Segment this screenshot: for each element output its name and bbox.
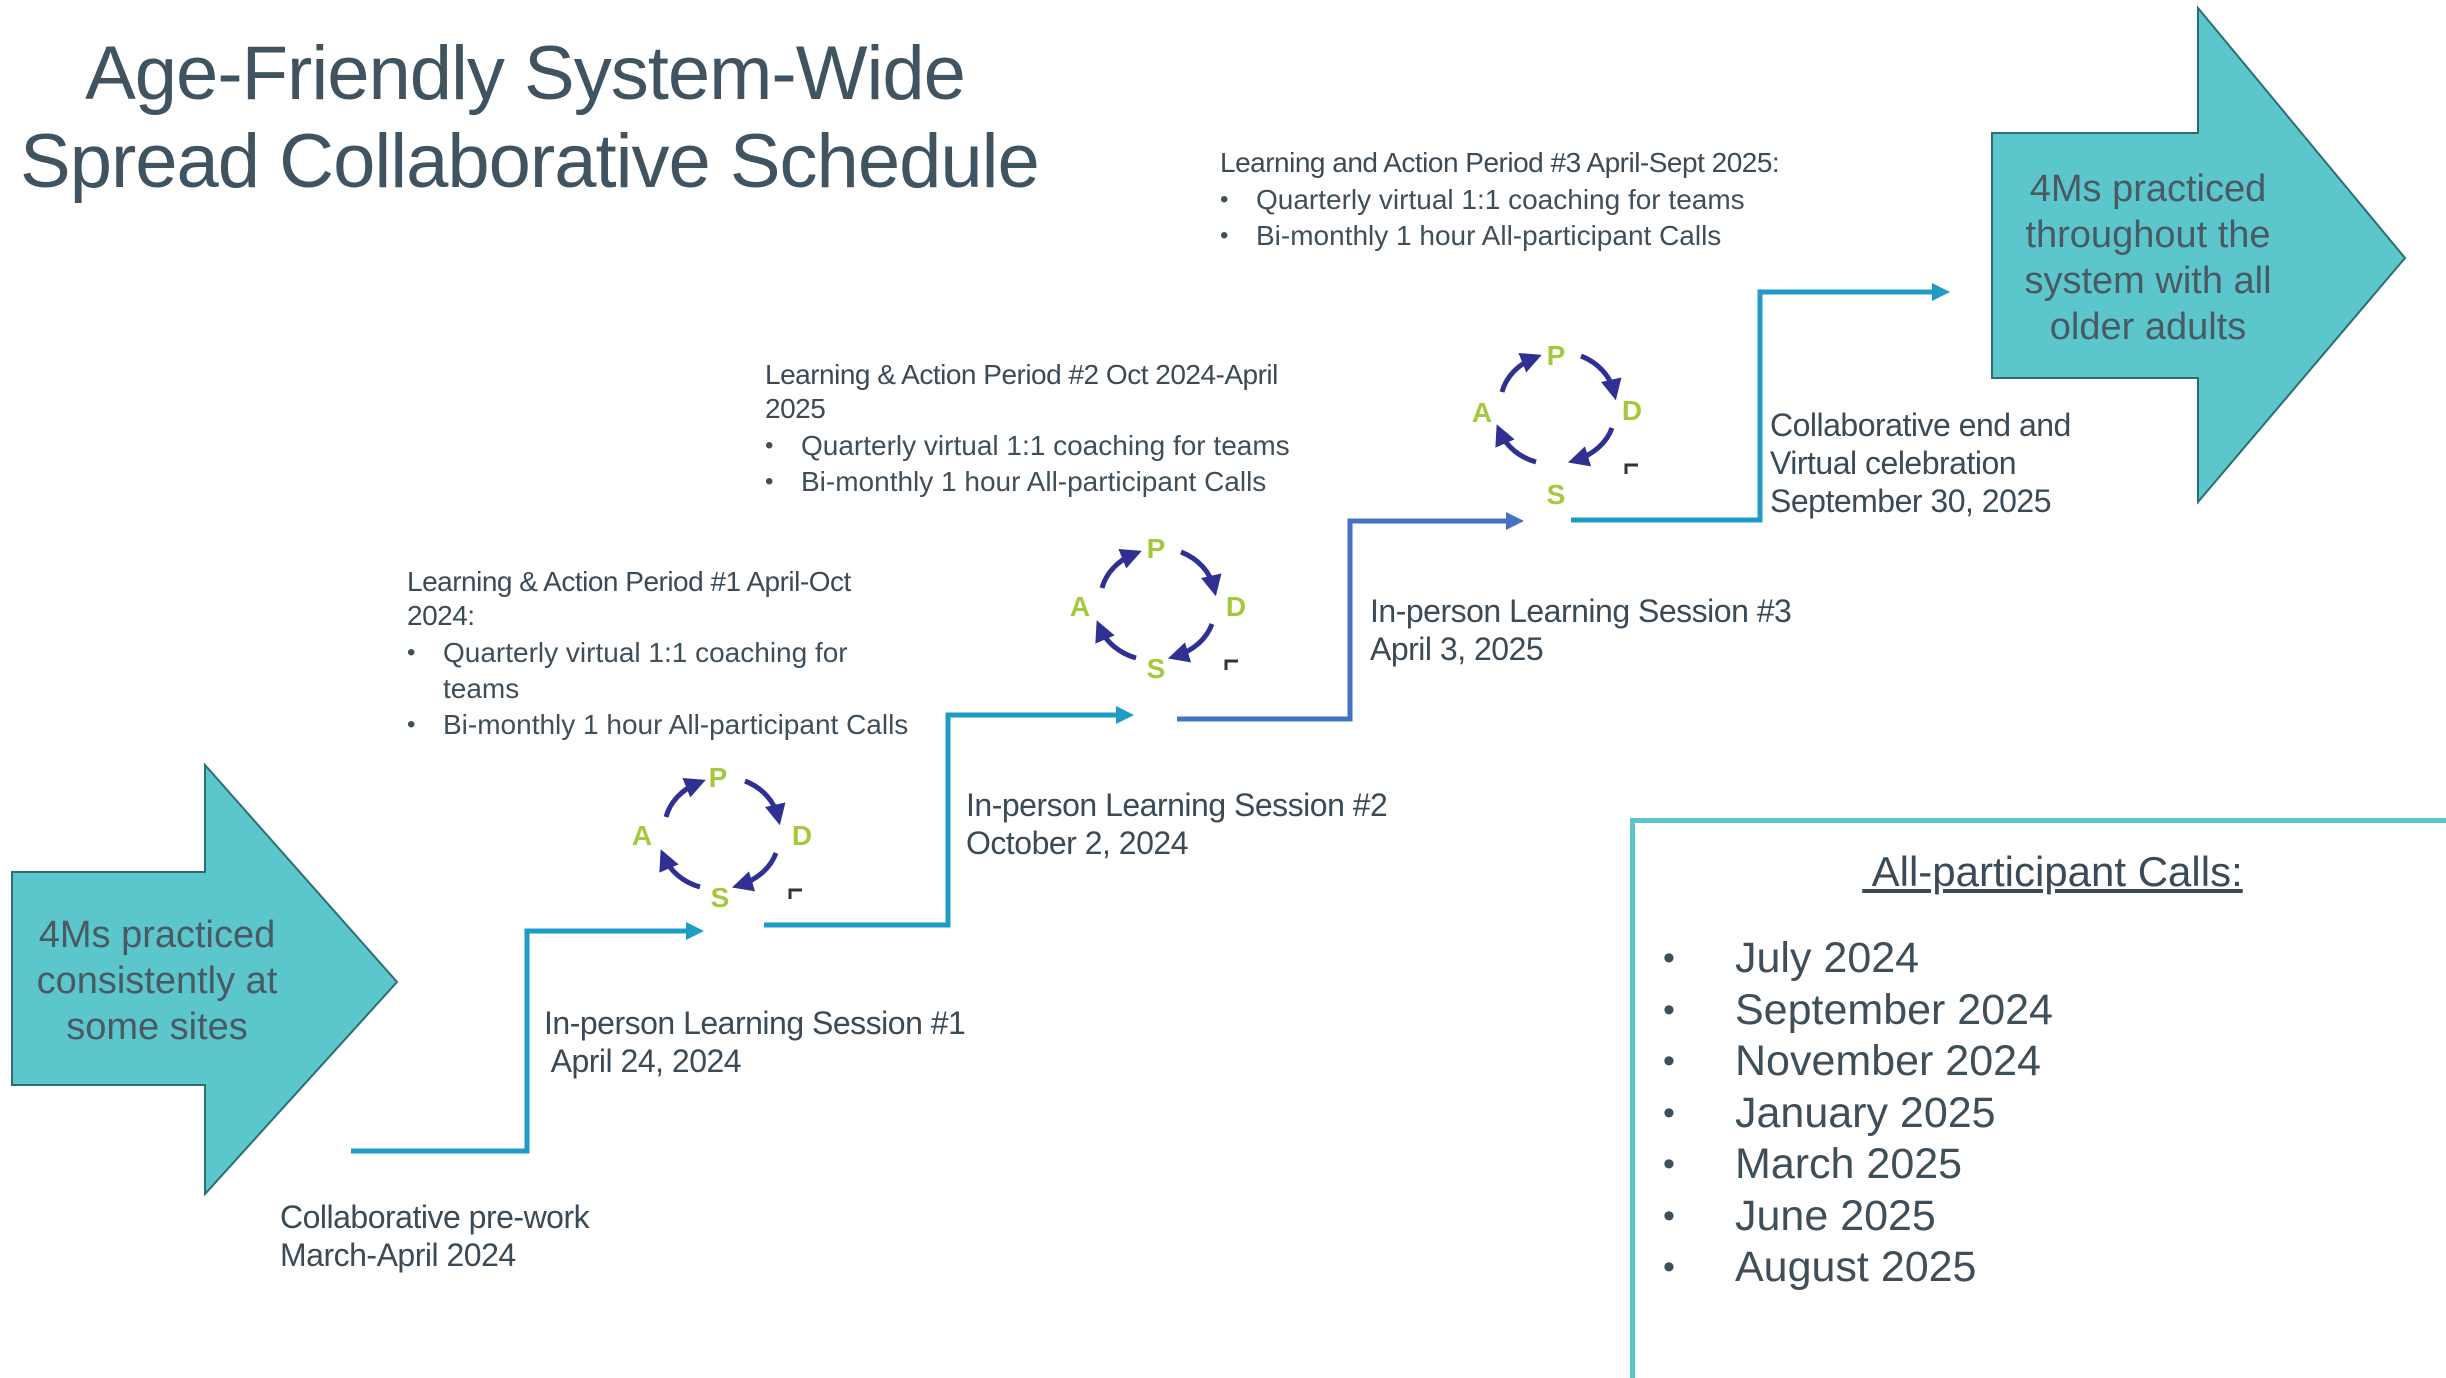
- pdsa-letter-a: A: [1472, 397, 1492, 428]
- pdsa-cycle-3: P D S A: [1472, 340, 1642, 510]
- call-date-item: August 2025: [1655, 1242, 2053, 1294]
- learning-period-1: Learning & Action Period #1 April-Oct 20…: [407, 565, 908, 743]
- step-line-4-arrowhead: [1932, 283, 1950, 301]
- period-2-bullets: Quarterly virtual 1:1 coaching for teams…: [765, 428, 1290, 500]
- period-1-header-line-1: Learning & Action Period #1 April-Oct: [407, 566, 851, 597]
- right-progress-arrow: [1991, 5, 2407, 505]
- call-date-item: November 2024: [1655, 1036, 2053, 1088]
- left-arrow-text: 4Ms practiced consistently at some sites: [36, 914, 278, 1048]
- period-3-bullets: Quarterly virtual 1:1 coaching for teams…: [1220, 182, 1779, 254]
- session-2-date: October 2, 2024: [966, 825, 1188, 861]
- call-date-item: March 2025: [1655, 1139, 2053, 1191]
- step-line-2: [764, 712, 1120, 928]
- learning-period-2: Learning & Action Period #2 Oct 2024-Apr…: [765, 358, 1290, 500]
- session-1-title: In-person Learning Session #1: [544, 1005, 966, 1041]
- pdsa-letter-a: A: [1070, 591, 1090, 622]
- prework-date: March-April 2024: [280, 1237, 516, 1273]
- pdsa-letter-s: S: [1547, 479, 1566, 510]
- pdsa-letter-p: P: [709, 762, 728, 793]
- pdsa-letter-d: D: [1226, 591, 1246, 622]
- period-1-bullet-coaching-line-1: Quarterly virtual 1:1 coaching for: [443, 637, 848, 668]
- session-3-label: In-person Learning Session #3 April 3, 2…: [1370, 592, 1792, 668]
- session-2-title: In-person Learning Session #2: [966, 787, 1388, 823]
- period-1-bullet-coaching: Quarterly virtual 1:1 coaching for teams: [407, 635, 908, 707]
- pdsa-cycle-1: P D S A: [632, 762, 812, 913]
- period-1-header-year: 2024: [407, 600, 468, 631]
- prework-title: Collaborative pre-work: [280, 1199, 590, 1235]
- all-participant-calls-box: All-participant Calls: July 2024 Septemb…: [1630, 818, 2446, 1378]
- end-title-line-2: Virtual celebration: [1770, 445, 2017, 481]
- period-1-bullets: Quarterly virtual 1:1 coaching forteams …: [407, 635, 908, 743]
- page-title: Age-Friendly System-Wide Spread Collabor…: [20, 30, 1040, 206]
- step-line-1: [351, 928, 690, 1154]
- period-2-bullet-calls: Bi-monthly 1 hour All-participant Calls: [765, 464, 1290, 500]
- calls-box-title: All-participant Calls:: [1862, 848, 2243, 895]
- call-date-item: January 2025: [1655, 1088, 2053, 1140]
- period-3-header: Learning and Action Period #3 April-Sept…: [1220, 146, 1780, 180]
- pdsa-letter-d: D: [1622, 395, 1642, 426]
- call-date-item: June 2025: [1655, 1191, 2053, 1243]
- period-3-bullet-calls: Bi-monthly 1 hour All-participant Calls: [1220, 218, 1779, 254]
- step-line-1-arrowhead: [686, 922, 704, 940]
- calls-list: July 2024 September 2024 November 2024 J…: [1655, 933, 2053, 1294]
- period-2-bullet-coaching: Quarterly virtual 1:1 coaching for teams: [765, 428, 1290, 464]
- end-title-line-1: Collaborative end and: [1770, 407, 2071, 443]
- step-line-3: [1177, 518, 1510, 722]
- period-1-bullet-calls: Bi-monthly 1 hour All-participant Calls: [407, 707, 908, 743]
- pdsa-letter-a: A: [632, 820, 652, 851]
- period-3-colon: :: [1771, 147, 1780, 178]
- period-3-title: Learning and Action Period #3 April-Sept…: [1220, 147, 1772, 178]
- period-2-header-line-1: Learning & Action Period #2 Oct 2024-Apr…: [765, 359, 1278, 390]
- collaborative-end-label: Collaborative end and Virtual celebratio…: [1770, 406, 2071, 520]
- pdsa-letter-p: P: [1547, 340, 1566, 371]
- step-line-3-arrowhead: [1506, 512, 1524, 530]
- period-3-bullet-coaching: Quarterly virtual 1:1 coaching for teams: [1220, 182, 1779, 218]
- session-1-date: April 24, 2024: [544, 1043, 742, 1079]
- pdsa-letter-s: S: [711, 882, 730, 913]
- call-date-item: September 2024: [1655, 985, 2053, 1037]
- step-line-2-arrowhead: [1116, 706, 1134, 724]
- prework-label: Collaborative pre-work March-April 2024: [280, 1198, 590, 1274]
- session-3-title: In-person Learning Session #3: [1370, 593, 1792, 629]
- period-2-header-line-2: 2025: [765, 393, 826, 424]
- call-date-item: July 2024: [1655, 933, 2053, 985]
- session-3-date: April 3, 2025: [1370, 631, 1544, 667]
- period-1-colon: :: [467, 600, 475, 631]
- session-1-label: In-person Learning Session #1 April 24, …: [544, 1004, 966, 1080]
- left-progress-arrow: [11, 762, 399, 1197]
- title-line-2: Spread Collaborative Schedule: [20, 119, 1040, 204]
- right-arrow-text: 4Ms practiced throughout the system with…: [2024, 168, 2272, 348]
- learning-period-3: Learning and Action Period #3 April-Sept…: [1220, 146, 1780, 254]
- period-1-header-line-2: 2024:: [407, 599, 908, 633]
- pdsa-letter-d: D: [792, 820, 812, 851]
- end-date: September 30, 2025: [1770, 483, 2051, 519]
- title-line-1: Age-Friendly System-Wide: [85, 31, 966, 116]
- period-1-bullet-coaching-line-2: teams: [443, 673, 520, 704]
- pdsa-letter-p: P: [1147, 533, 1166, 564]
- pdsa-letter-s: S: [1147, 653, 1166, 684]
- step-line-4: [1571, 289, 1936, 523]
- pdsa-cycle-2: P D S A: [1070, 533, 1246, 684]
- session-2-label: In-person Learning Session #2 October 2,…: [966, 786, 1388, 862]
